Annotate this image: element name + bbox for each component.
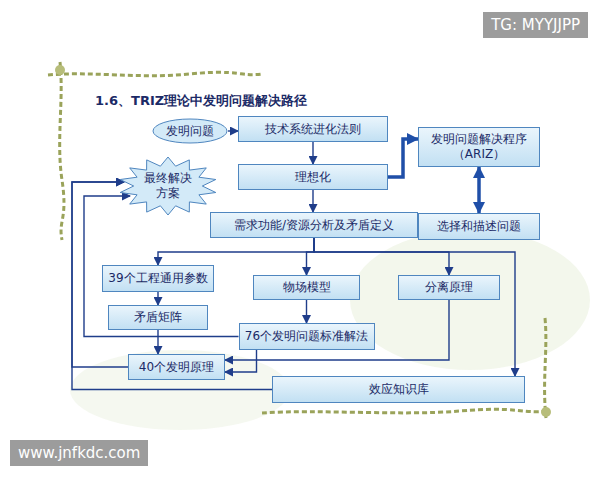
watermark: www.jnfkdc.com [10,440,148,466]
process-box: 选择和描述问题 [418,213,540,240]
flow-arrow [225,350,257,372]
process-box: 分离原理 [398,275,500,300]
process-box: 76个发明问题标准解法 [239,323,375,350]
node-text: 技术系统进化法则 [265,122,361,137]
process-box: 矛盾矩阵 [108,305,208,330]
process-box: 理想化 [238,164,388,190]
result-starburst: 最终解决 方案 [118,156,218,216]
flow-arrow [157,330,158,354]
flow-arrow [388,139,418,177]
flow-arrow [314,238,515,376]
process-box: 物场模型 [253,275,360,300]
flow-arrow [228,130,238,131]
node-text: 39个工程通用参数 [108,271,207,286]
start-ellipse: 发明问题 [152,118,228,144]
flow-arrow [312,142,313,164]
node-text: 最终解决 方案 [140,171,196,201]
node-text: 物场模型 [283,280,331,295]
flow-arrow [307,238,315,275]
process-box: 40个发明原理 [128,354,225,380]
flow-arrow [225,300,449,360]
node-text: 40个发明原理 [139,360,214,375]
flow-arrow [306,300,307,323]
node-text: 需求功能/资源分析及矛盾定义 [234,218,394,233]
process-box: 需求功能/资源分析及矛盾定义 [210,212,418,238]
flow-arrow [314,238,449,275]
shape-outline [120,157,216,215]
process-box: 39个工程通用参数 [102,265,214,292]
node-text: 理想化 [295,170,331,185]
node-text: 76个发明问题标准解法 [245,329,368,344]
process-box: 效应知识库 [272,376,525,403]
node-text: 分离原理 [425,280,473,295]
node-text: 发明问题解决程序 （ARIZ） [427,132,531,162]
node-text: 选择和描述问题 [437,219,521,234]
node-text: 矛盾矩阵 [134,310,182,325]
node-text: 发明问题 [166,124,214,139]
flow-arrow [477,167,481,213]
flow-arrow [157,292,158,305]
node-text: 效应知识库 [369,382,429,397]
process-box: 发明问题解决程序 （ARIZ） [418,127,540,167]
process-box: 技术系统进化法则 [238,116,388,142]
diagram-title: 1.6、TRIZ理论中发明问题解决路径 [95,92,307,110]
watermark: TG: MYYJJPP [483,12,588,38]
flow-arrow [312,190,313,212]
flow-arrow [158,238,314,265]
shape-outline [153,119,227,143]
